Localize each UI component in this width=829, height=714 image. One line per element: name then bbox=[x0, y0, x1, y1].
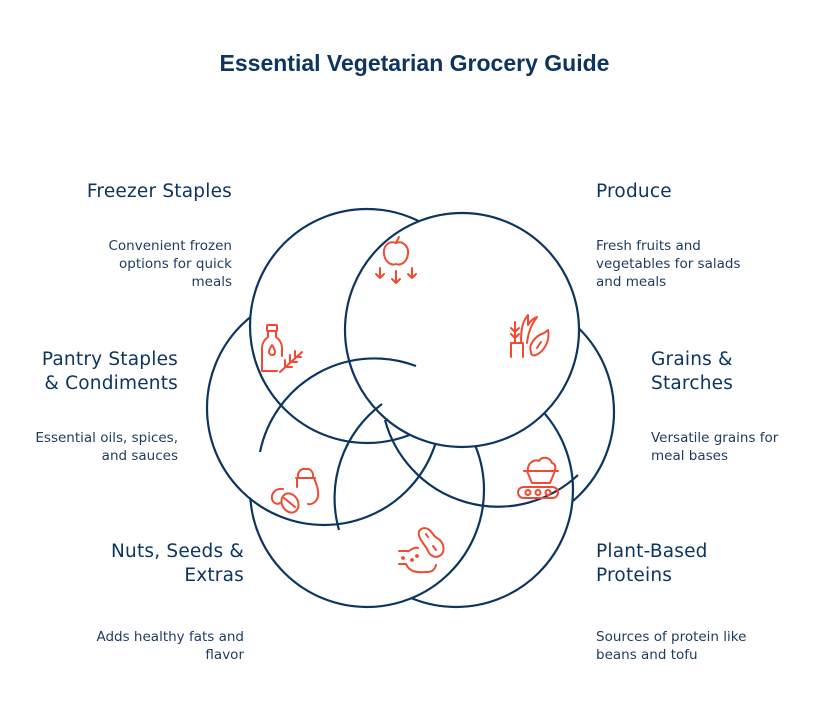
segment-title: Grains & Starches bbox=[651, 349, 734, 394]
label-freezer-staples: Freezer Staples Convenient frozen option… bbox=[20, 180, 232, 291]
label-nuts-seeds-extras: Nuts, Seeds & Extras Adds healthy fats a… bbox=[40, 540, 244, 664]
arc-nuts-overlap bbox=[258, 357, 417, 453]
segment-title: Produce bbox=[596, 181, 672, 202]
arc-proteins-overlap bbox=[333, 403, 383, 531]
frozen-fruit-icon bbox=[375, 236, 417, 284]
nuts-seeds-jar-icon bbox=[270, 467, 320, 514]
segment-title: Plant-Based Proteins bbox=[596, 541, 708, 586]
grain-bowl-conveyor-icon bbox=[517, 456, 559, 499]
segment-description: Fresh fruits and vegetables for salads a… bbox=[596, 238, 741, 290]
page-title: Essential Vegetarian Grocery Guide bbox=[219, 50, 610, 76]
label-grains-starches: Grains & Starches Versatile grains for m… bbox=[651, 348, 821, 465]
label-produce: Produce Fresh fruits and vegetables for … bbox=[596, 180, 816, 291]
label-pantry-staples: Pantry Staples & Condiments Essential oi… bbox=[10, 348, 178, 465]
segment-title: Nuts, Seeds & Extras bbox=[110, 541, 244, 586]
oil-bottle-herb-icon bbox=[261, 324, 303, 373]
segment-title: Pantry Staples & Condiments bbox=[41, 349, 178, 394]
circle-produce bbox=[343, 211, 581, 449]
segment-description: Essential oils, spices, and sauces bbox=[35, 430, 178, 464]
segment-description: Sources of protein like beans and tofu bbox=[596, 629, 747, 663]
peanut-hand-icon bbox=[398, 527, 445, 574]
segment-description: Convenient frozen options for quick meal… bbox=[108, 238, 232, 290]
segment-title: Freezer Staples bbox=[86, 181, 232, 202]
segment-description: Adds healthy fats and flavor bbox=[96, 629, 244, 663]
label-plant-based-proteins: Plant-Based Proteins Sources of protein … bbox=[596, 540, 816, 664]
vegetables-icon bbox=[510, 314, 550, 358]
segment-description: Versatile grains for meal bases bbox=[651, 430, 779, 464]
